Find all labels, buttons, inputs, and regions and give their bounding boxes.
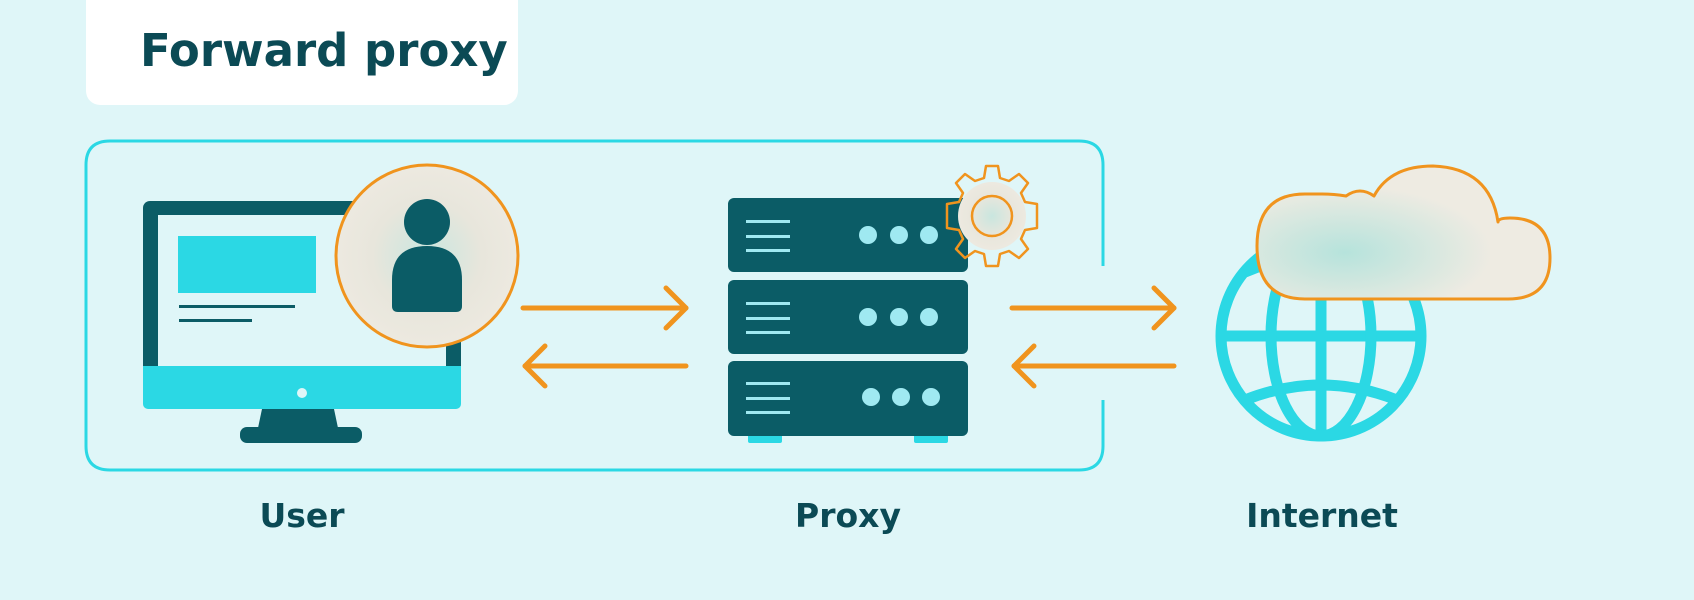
gear-icon	[945, 164, 1039, 268]
local-network-boundary	[84, 139, 1105, 472]
user-label: User	[259, 496, 345, 535]
request-arrow-user-to-proxy	[520, 285, 689, 331]
diagram-title: Forward proxy	[140, 24, 508, 77]
server-rack-icon	[728, 198, 968, 443]
cloud-icon	[1255, 164, 1552, 301]
internet-label: Internet	[1246, 496, 1398, 535]
response-arrow-proxy-to-user	[522, 343, 689, 389]
user-avatar-icon	[334, 163, 520, 349]
proxy-label: Proxy	[795, 496, 901, 535]
title-card: Forward proxy	[86, 0, 518, 105]
request-arrow-proxy-to-internet	[1009, 285, 1177, 331]
response-arrow-internet-to-proxy	[1011, 343, 1177, 389]
